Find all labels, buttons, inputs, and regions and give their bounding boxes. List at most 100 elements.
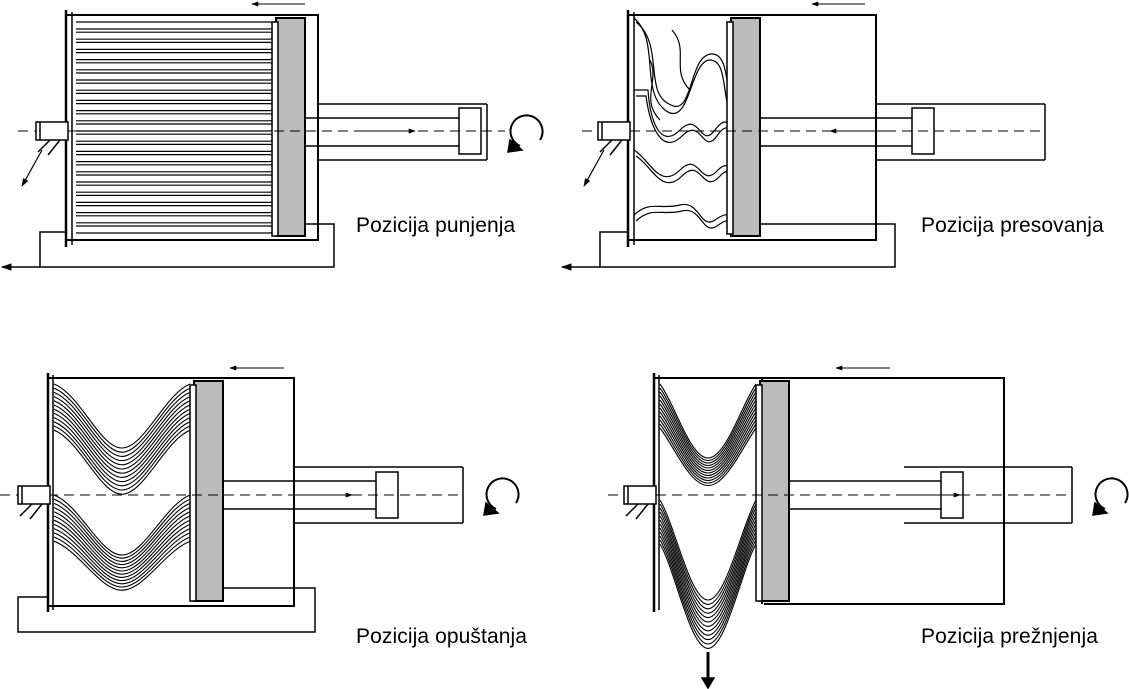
membrane-curve [659, 403, 757, 472]
membrane-curve [53, 536, 191, 588]
membrane-curve [53, 391, 191, 457]
drain-line [599, 223, 896, 268]
membrane-curve [659, 519, 757, 623]
membrane-tube [76, 225, 275, 234]
rotation-arrowhead [483, 501, 500, 516]
rotation-arrowhead [507, 138, 524, 153]
outlet-arrow-icon [21, 149, 43, 187]
drain-down-arrow-icon [700, 677, 716, 689]
membrane-curve [53, 417, 191, 483]
piston-plate [730, 17, 761, 237]
membrane-curve [659, 523, 757, 627]
membrane-curve [53, 511, 191, 569]
membrane-curve [659, 527, 757, 632]
membrane-tube [76, 21, 275, 30]
membrane-tube [76, 31, 275, 40]
panel-release [0, 365, 520, 633]
membrane-tube [76, 82, 275, 91]
membrane-tube [76, 164, 275, 173]
membrane-curve [659, 387, 757, 462]
piston-plate [275, 17, 306, 237]
membrane-tube [76, 103, 275, 112]
label-fill-position: Pozicija punjenja [356, 214, 516, 237]
membrane-tube [76, 205, 275, 214]
membrane-curve [659, 535, 757, 641]
membrane-curve [659, 383, 757, 459]
membrane-curve [53, 421, 191, 487]
outlet-arrow-icon [583, 149, 605, 187]
membrane-curve [53, 425, 191, 491]
rotation-arrow-icon [1094, 477, 1129, 510]
membrane-tube [76, 92, 275, 101]
membrane-tube [76, 113, 275, 122]
piston-plate [759, 380, 790, 602]
outlet-pipe [599, 139, 623, 156]
label-press-position: Pozicija presovanja [921, 214, 1104, 237]
membrane-curve [659, 507, 757, 610]
piston-face [271, 21, 279, 237]
membrane-tube [76, 194, 275, 203]
membrane-curve [659, 395, 757, 467]
membrane-tube [76, 72, 275, 81]
membrane-tube [76, 62, 275, 71]
membrane-curve [53, 429, 191, 495]
piston-plate [193, 380, 224, 602]
piston-face [726, 21, 734, 235]
membrane-curve [53, 502, 191, 562]
membrane-curve [53, 383, 191, 449]
membrane-curve [53, 507, 191, 566]
feed-pipe [623, 485, 657, 505]
membrane-tube [76, 184, 275, 193]
piston-face [755, 384, 763, 602]
membranes-released [53, 383, 191, 591]
outlet-pipe [625, 503, 649, 520]
membrane-curve [659, 539, 757, 645]
membranes-draining [659, 383, 757, 649]
feed-pipe [35, 121, 69, 141]
drain-line [39, 223, 335, 268]
membrane-tube [76, 133, 275, 142]
feed-pipe [17, 485, 51, 505]
label-release-position: Pozicija opuštanja [356, 625, 528, 648]
membranes-filled [76, 21, 275, 234]
membrane-tube [76, 52, 275, 61]
membrane-curve [659, 543, 757, 649]
membrane-curve [53, 498, 191, 559]
label-drain-position: Pozicija prežnjenja [921, 625, 1098, 648]
membrane-tube [76, 154, 275, 163]
membrane-curve [53, 494, 191, 556]
feed-pipe [597, 121, 631, 141]
membrane-curve [659, 399, 757, 469]
membrane-curve [53, 519, 191, 575]
drum-body [655, 377, 1005, 605]
membrane-curve [659, 427, 757, 487]
panel-drain [608, 365, 1129, 689]
membrane-curve [53, 404, 191, 470]
membrane-tube [76, 123, 275, 132]
membrane-tube [76, 174, 275, 183]
membrane-tube [76, 41, 275, 50]
membrane-curve [659, 515, 757, 619]
membranes-pressed [633, 17, 736, 229]
membrane-curve [53, 528, 191, 582]
piston-face [189, 384, 197, 602]
outlet-pipe [37, 139, 61, 156]
membrane-curve [53, 523, 191, 578]
membrane-curve [659, 499, 757, 601]
membrane-tube [76, 215, 275, 224]
membrane-curve [659, 391, 757, 464]
drain-line [17, 587, 316, 633]
membrane-curve [659, 411, 757, 477]
panel-press [560, 1, 1046, 271]
membrane-curve [53, 532, 191, 585]
membrane-curve [53, 540, 191, 591]
membrane-curve [53, 515, 191, 572]
membrane-curve [53, 396, 191, 462]
membrane-curve [659, 503, 757, 605]
membrane-curve [659, 423, 757, 484]
membrane-curve [53, 408, 191, 474]
membrane-curve [659, 407, 757, 474]
membrane-curve [659, 419, 757, 482]
panel-fill [0, 1, 544, 271]
